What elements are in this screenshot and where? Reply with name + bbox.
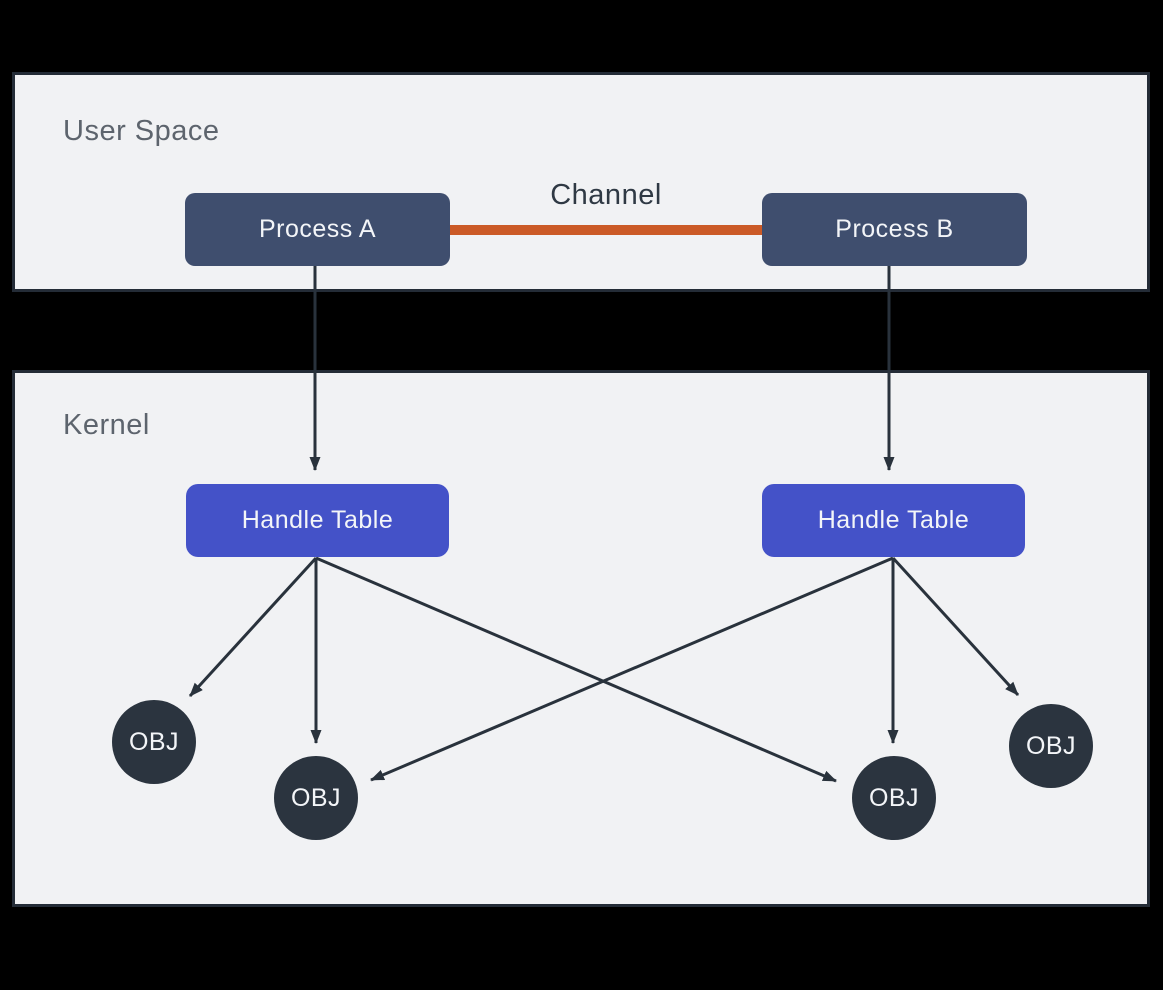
handle-table-left-node: Handle Table xyxy=(186,484,449,557)
kernel-label: Kernel xyxy=(63,409,150,441)
process-b-label: Process B xyxy=(835,215,954,243)
handle-table-right-label: Handle Table xyxy=(817,506,970,534)
handle-table-left-label: Handle Table xyxy=(241,506,394,534)
obj-node-2: OBJ xyxy=(274,756,358,840)
obj-1-label: OBJ xyxy=(128,727,180,756)
obj-3-label: OBJ xyxy=(868,783,920,812)
user-space-label: User Space xyxy=(63,115,220,147)
obj-4-label: OBJ xyxy=(1025,731,1077,760)
obj-node-3: OBJ xyxy=(852,756,936,840)
process-a-node: Process A xyxy=(185,193,450,266)
channel-label: Channel xyxy=(550,179,662,211)
channel-connector-line xyxy=(448,225,764,235)
process-a-label: Process A xyxy=(258,215,377,243)
obj-2-label: OBJ xyxy=(290,783,342,812)
obj-node-4: OBJ xyxy=(1009,704,1093,788)
kernel-panel: Kernel xyxy=(12,370,1150,907)
handle-table-right-node: Handle Table xyxy=(762,484,1025,557)
process-b-node: Process B xyxy=(762,193,1027,266)
obj-node-1: OBJ xyxy=(112,700,196,784)
